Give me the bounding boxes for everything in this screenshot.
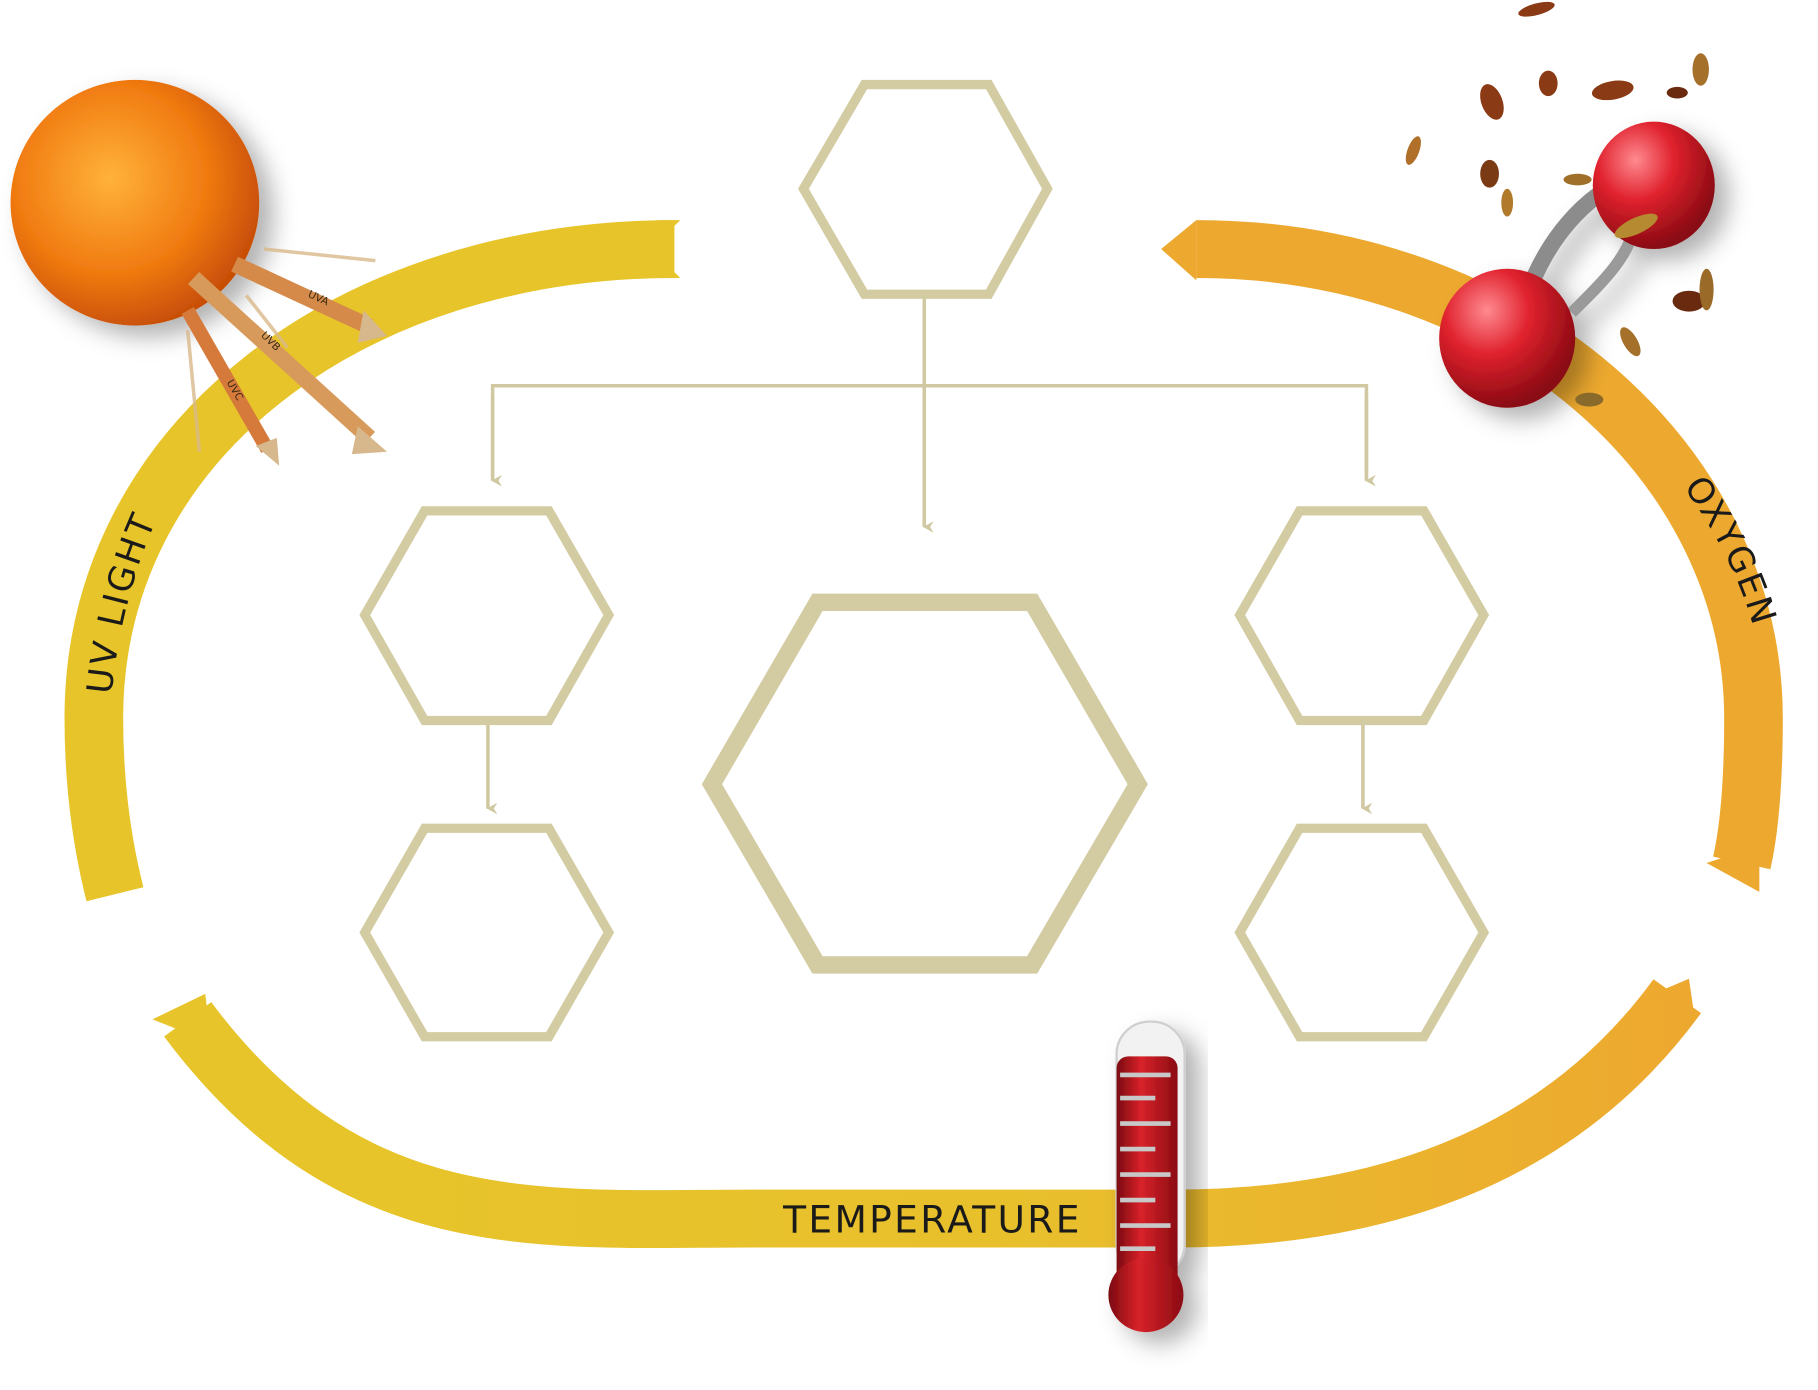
oxygen-band xyxy=(1161,220,1783,892)
hexagon-mid-left xyxy=(359,506,615,726)
uv-light-band xyxy=(64,220,681,902)
thermometer-icon xyxy=(1108,1020,1186,1333)
hexagon-mid-right xyxy=(1234,506,1490,726)
oxygen-molecule-icon xyxy=(1439,121,1715,408)
autumn-leaves-icon xyxy=(1405,1,1714,407)
connectors xyxy=(486,297,1376,815)
connector-branch xyxy=(490,383,1369,478)
hexagon-center xyxy=(701,593,1148,974)
hexagon-bottom-left xyxy=(359,823,615,1042)
sun-icon: UVA UVB UVC xyxy=(10,79,388,466)
temperature-band xyxy=(152,978,1702,1249)
uv-rays: UVA UVB UVC xyxy=(181,256,388,466)
temperature-label: TEMPERATURE xyxy=(782,1198,1082,1242)
hexagon-bottom-right xyxy=(1234,823,1490,1042)
hexagon-top xyxy=(798,79,1053,299)
